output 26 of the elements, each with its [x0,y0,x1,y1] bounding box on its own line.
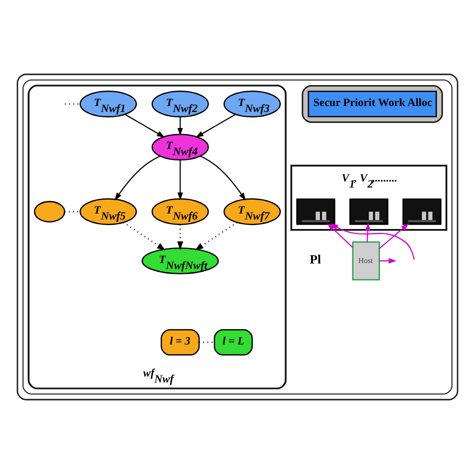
cluster [301,85,442,123]
node-picture [348,198,388,225]
arrow [176,160,182,200]
arrow [124,114,164,138]
connector [64,210,80,212]
arrow [114,156,160,201]
arrow [195,114,236,138]
arrow [176,117,182,136]
node-picture [402,198,441,225]
arrow [194,222,237,250]
node-box: Secur Priorit Work Alloc [307,90,436,118]
connector [64,103,80,105]
arrow [378,258,396,264]
node-picture [296,198,335,225]
arrow [364,222,370,242]
node-ellipse [33,200,65,222]
arrow [326,223,353,248]
arrow [326,223,414,260]
node-box: l = L [213,329,252,356]
node-box: l = 3 [160,329,200,356]
arrow [200,156,246,201]
node-box: Host [352,241,380,280]
arrow [122,222,166,250]
arrow [176,224,183,250]
label: Pl [309,252,320,266]
arrow [378,223,408,250]
